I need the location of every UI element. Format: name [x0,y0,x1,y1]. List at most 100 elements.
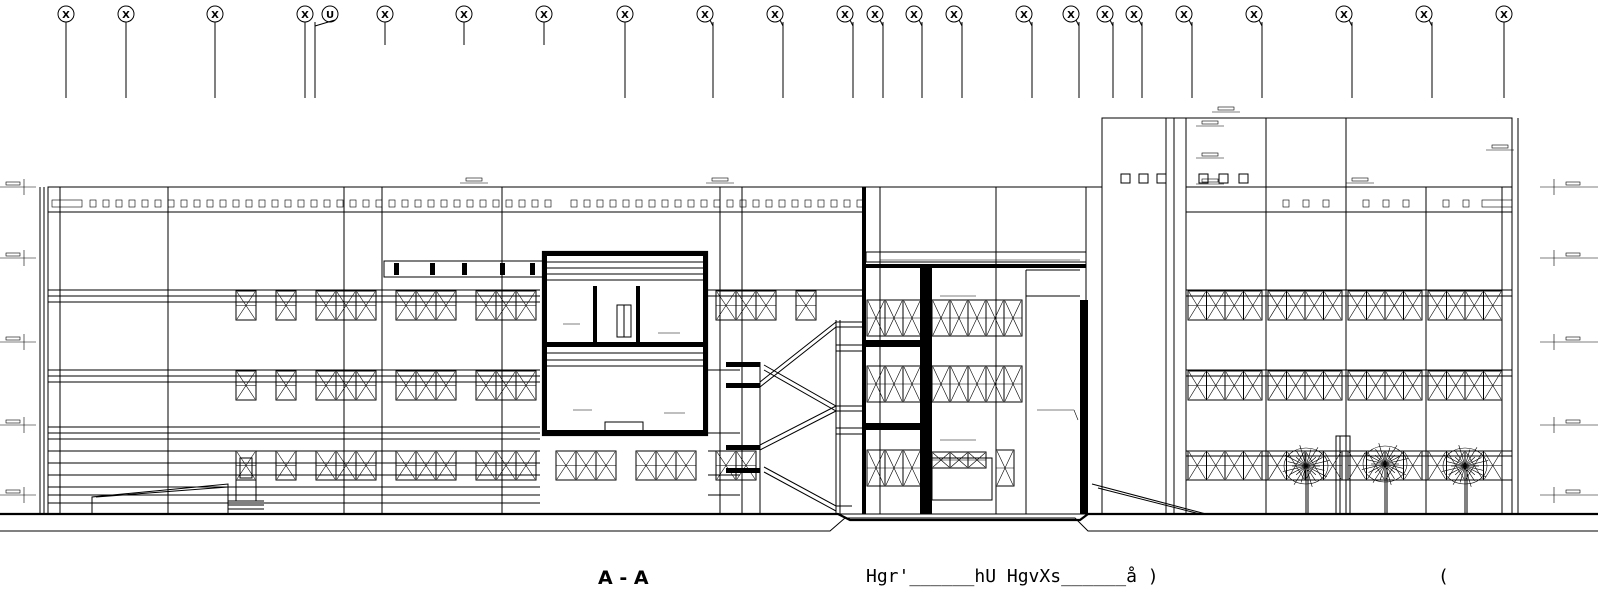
level-tag [1196,152,1224,159]
drawing-caption-tail: ( [1438,566,1449,587]
grid-bubble: X [945,5,963,98]
grid-bubble: X [766,5,784,98]
window-group [235,290,257,321]
grid-bubble-label: X [1500,10,1508,21]
grid-bubble-label: X [1340,10,1348,21]
tree [1361,443,1409,514]
level-mark-left [0,250,36,266]
grid-bubble-label: X [910,10,918,21]
window-group [1267,370,1343,401]
level-tag [1212,106,1240,113]
grid-bubble: X [866,5,884,98]
window-group [1347,290,1423,321]
level-tag [460,177,488,184]
level-mark-right [1540,250,1598,266]
window-group [931,451,987,469]
grid-bubble-label: X [1250,10,1258,21]
window-group [715,290,777,321]
window-group [315,370,377,401]
landscape-trees [1282,443,1489,514]
level-mark-left [0,334,36,350]
window-group [275,450,297,481]
grid-bubble-label: X [1420,10,1428,21]
grid-bubble-label: X [62,10,70,21]
level-mark-right [1540,179,1598,195]
window-group [315,450,377,481]
window-group [795,290,817,321]
grid-bubble: X [376,5,394,45]
level-marks [0,106,1598,503]
window-group [1427,290,1503,321]
grid-bubble-label: X [621,10,629,21]
sectioned-block-center [541,250,709,437]
grid-bubble: X [296,5,314,98]
grid-bubble-label: X [1180,10,1188,21]
window-group [715,450,757,481]
grid-bubble: X [57,5,75,98]
grid-bubble: X [836,5,854,98]
ground-line [0,512,1598,532]
window-group [555,450,617,481]
grid-bubble: X [1062,5,1080,98]
grid-bubble: X [616,5,634,98]
grid-bubble: X [905,5,923,98]
grid-bubble-label: X [1130,10,1138,21]
window-group [635,450,697,481]
window-group [275,370,297,401]
level-mark-right [1540,487,1598,503]
grid-bubble-label: X [871,10,879,21]
grid-bubble: X [206,5,224,98]
level-tag [1196,120,1224,127]
level-mark-right [1540,334,1598,350]
grid-bubble-label: U [326,10,334,21]
level-tag [706,177,734,184]
tree [1282,445,1330,514]
central-atrium-block [862,186,1088,515]
window-group [235,450,257,481]
grid-bubble: X [1125,5,1143,98]
window-group [866,449,922,487]
window-group [1427,370,1503,401]
level-tag [1196,178,1224,185]
grid-bubble-label: X [771,10,779,21]
clerestory-windows-right [1282,199,1513,208]
window-group [475,370,537,401]
level-mark-left [0,487,36,503]
window-group [1187,450,1263,481]
window-group [235,370,257,401]
window-group [275,290,297,321]
tree [1441,445,1489,514]
drawing-caption: Hgr'______hU HgvXs______å ) [866,566,1159,587]
window-group [475,450,537,481]
window-group [1187,290,1263,321]
window-group [931,299,1023,337]
window-group [866,299,922,337]
grid-bubble: U [314,5,339,98]
grid-bubble: X [455,5,473,45]
grid-bubble-label: X [381,10,389,21]
window-group [315,290,377,321]
window-group [395,370,457,401]
level-tag [1346,177,1374,184]
grid-bubble: X [1015,5,1033,98]
right-wing-facade [1086,117,1519,515]
grid-bubble: X [1335,5,1353,98]
window-group [475,290,537,321]
level-mark-right [1540,417,1598,433]
grid-bubble-label: X [701,10,709,21]
section-title: A - A [598,567,649,589]
window-group [866,365,922,403]
clerestory-windows-left [51,199,864,208]
grid-bubble-label: X [540,10,548,21]
grid-bubble-label: X [460,10,468,21]
grid-bubble-label: X [1020,10,1028,21]
window-group [1347,370,1423,401]
grid-bubble-label: X [841,10,849,21]
level-mark-left [0,179,36,195]
window-group [1267,290,1343,321]
window-group [995,449,1015,487]
grid-bubble-label: X [1067,10,1075,21]
grid-bubble-label: X [1101,10,1109,21]
